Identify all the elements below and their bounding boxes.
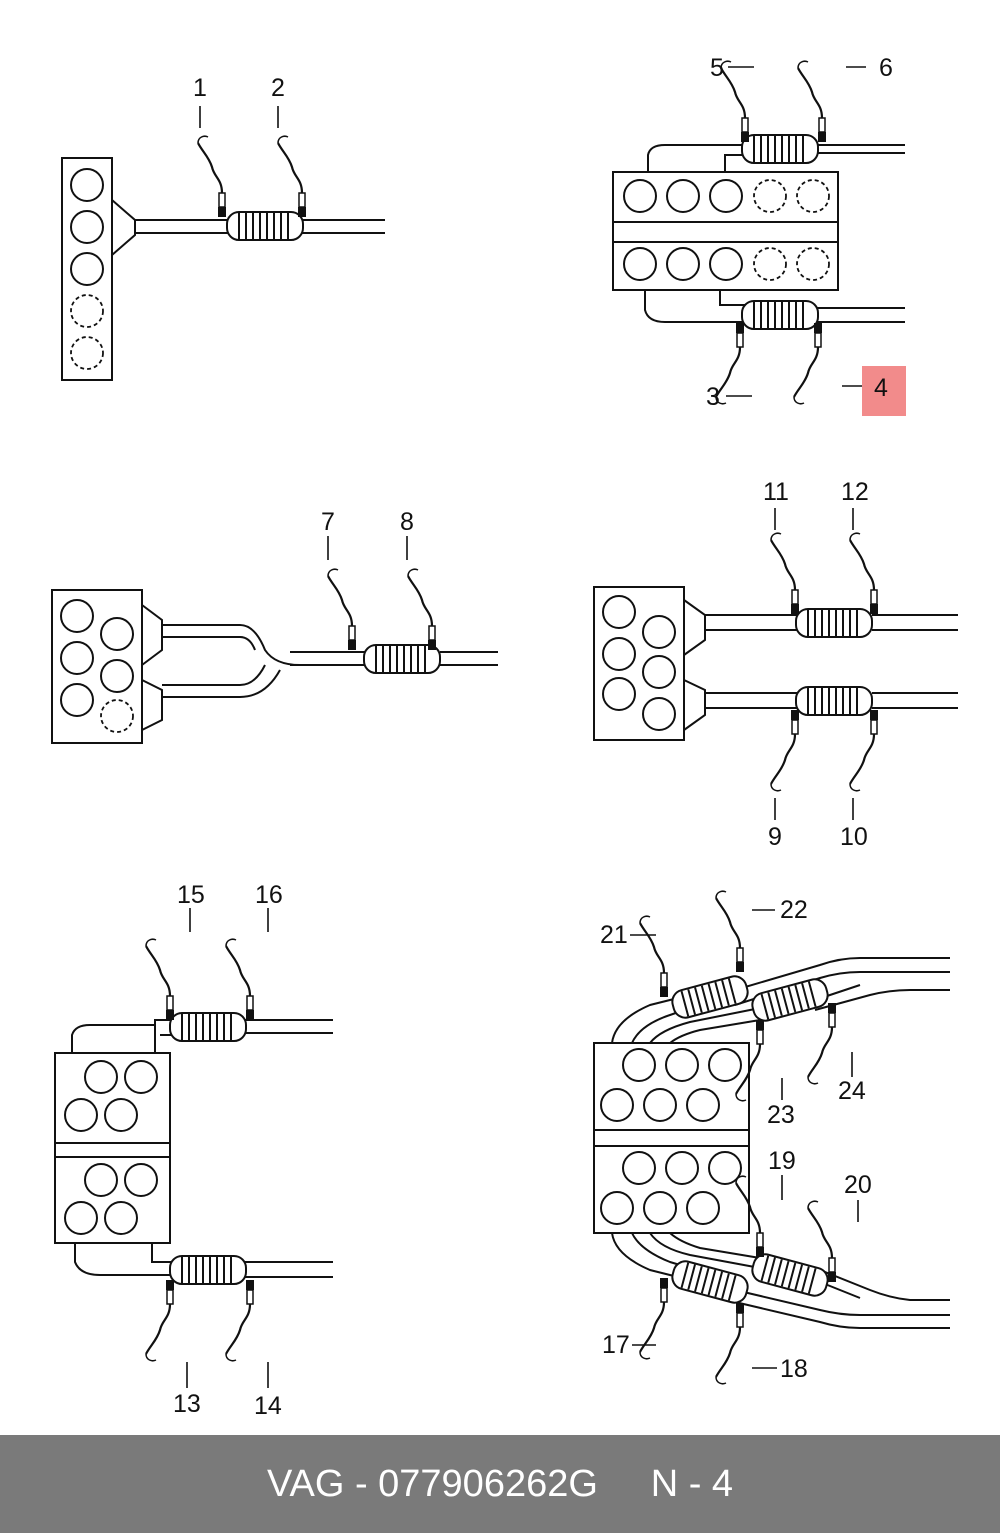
- callout-16: 16: [255, 881, 283, 909]
- callout-12: 12: [841, 478, 869, 506]
- callout-5: 5: [710, 54, 724, 82]
- callout-4: 4: [874, 374, 888, 402]
- callout-18: 18: [780, 1355, 808, 1383]
- callout-2: 2: [271, 74, 285, 102]
- callout-20: 20: [844, 1171, 872, 1199]
- callout-15: 15: [177, 881, 205, 909]
- callout-6: 6: [879, 54, 893, 82]
- oxygen-sensor-diagram: 1 2 3 4 5 6 7 8 9 10 11 12 13 14 15 16 1…: [51, 54, 958, 1420]
- callout-24: 24: [838, 1077, 866, 1105]
- callout-19: 19: [768, 1147, 796, 1175]
- callout-1: 1: [193, 74, 207, 102]
- callout-23: 23: [767, 1101, 795, 1129]
- callout-10: 10: [840, 823, 868, 851]
- callout-3: 3: [706, 383, 720, 411]
- callout-8: 8: [400, 508, 414, 536]
- callout-13: 13: [173, 1390, 201, 1418]
- callout-9: 9: [768, 823, 782, 851]
- callout-22: 22: [780, 896, 808, 924]
- callout-17: 17: [602, 1331, 630, 1359]
- highlight-label-4: [862, 366, 906, 416]
- callout-11: 11: [763, 478, 789, 506]
- callout-21: 21: [600, 921, 628, 949]
- callout-14: 14: [254, 1392, 282, 1420]
- footer-bar: VAG - 077906262G N - 4: [0, 1435, 1000, 1533]
- callout-7: 7: [321, 508, 335, 536]
